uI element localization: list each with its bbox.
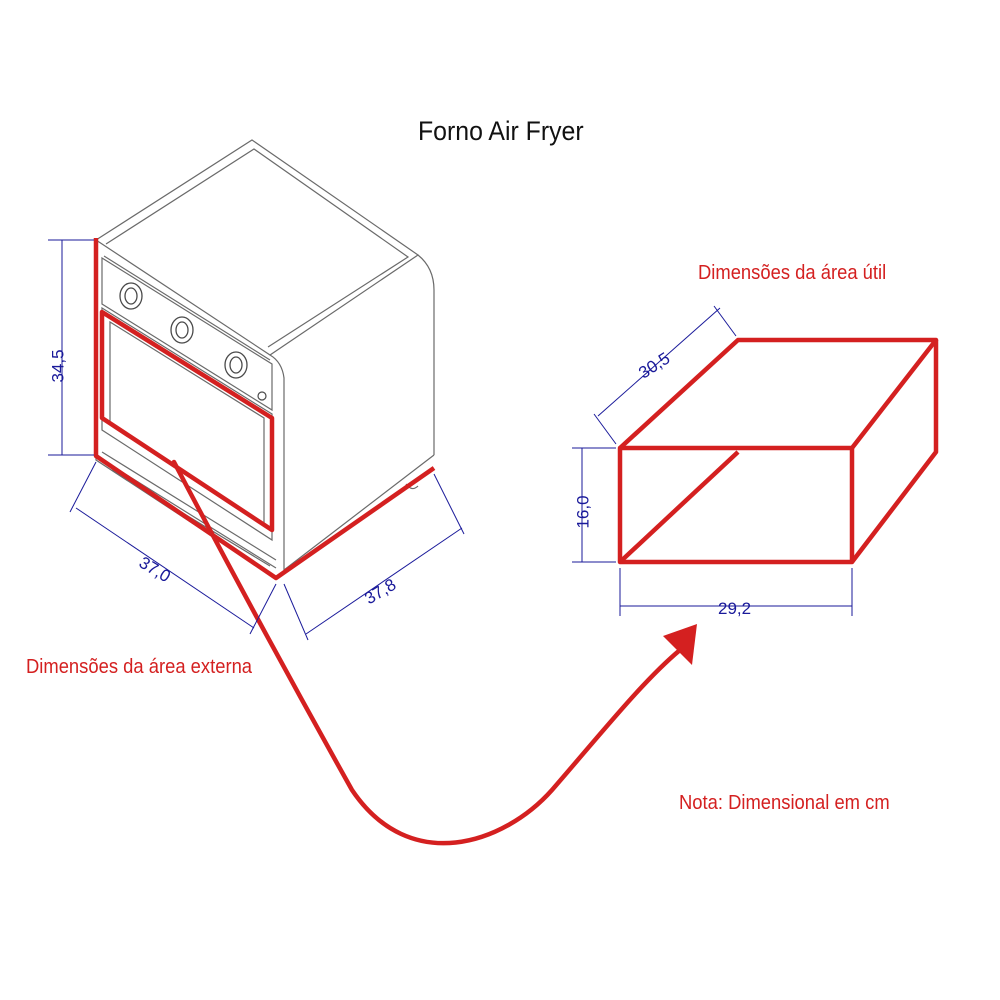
- external-highlight: [93, 238, 436, 581]
- inner-dimension-lines: [572, 305, 853, 616]
- dim-inner-height: 16,0: [573, 495, 593, 529]
- diagram-title: Forno Air Fryer: [418, 116, 584, 146]
- knob-icon: [170, 316, 194, 344]
- oven-outline: [94, 139, 435, 579]
- indicator-light-icon: [257, 391, 267, 401]
- label-area-util: Dimensões da área útil: [698, 262, 887, 284]
- external-dimension-lines: [48, 239, 465, 641]
- knob-icon: [119, 282, 143, 310]
- note-units: Nota: Dimensional em cm: [679, 792, 890, 814]
- arrow-head-icon: [663, 624, 697, 665]
- curved-arrow: [171, 459, 683, 846]
- dim-external-height: 34,5: [48, 349, 68, 383]
- knob-icon: [224, 351, 248, 379]
- label-area-externa: Dimensões da área externa: [26, 656, 253, 678]
- dim-inner-width: 29,2: [718, 599, 752, 618]
- inner-box: [617, 337, 939, 565]
